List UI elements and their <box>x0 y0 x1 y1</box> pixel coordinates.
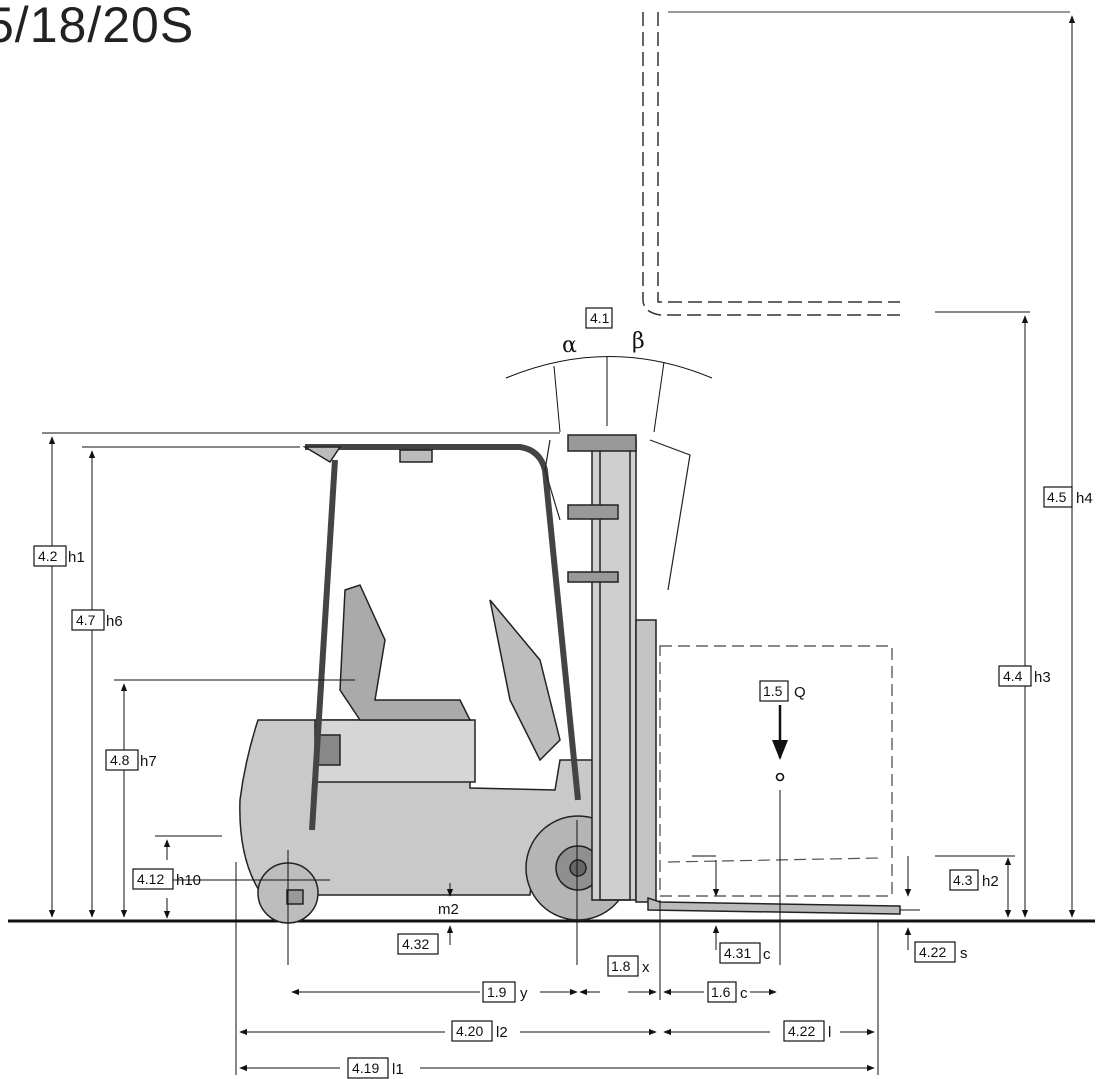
label-h2: 4.3 h2 <box>949 869 999 891</box>
l-code: 4.22 <box>788 1023 815 1039</box>
label-h1: 4.2 h1 <box>33 545 85 567</box>
label-l1: 4.19 l1 <box>347 1057 404 1079</box>
h7-symbol: h7 <box>140 753 157 770</box>
m2-code: 4.32 <box>402 936 429 952</box>
label-l: 4.22 l <box>783 1020 831 1042</box>
alpha-label: α <box>562 333 577 358</box>
forklift-body <box>239 434 901 924</box>
label-y: 1.9 y <box>482 981 528 1003</box>
l2-symbol: l2 <box>496 1024 508 1041</box>
cfork-code: 4.31 <box>724 945 751 961</box>
x-code: 1.8 <box>611 958 631 974</box>
h3-code: 4.4 <box>1003 668 1023 684</box>
label-h3: 4.4 h3 <box>998 665 1051 687</box>
label-h7: 4.8 h7 <box>105 749 157 771</box>
Q-symbol: Q <box>794 684 806 701</box>
y-code: 1.9 <box>487 984 507 1000</box>
h6-symbol: h6 <box>106 613 123 630</box>
beta-label: β <box>632 329 645 354</box>
label-h6: 4.7 h6 <box>71 609 123 631</box>
label-h4: 4.5 h4 <box>1043 486 1093 508</box>
l1-symbol: l1 <box>392 1061 404 1078</box>
label-c: 1.6 c <box>707 981 748 1003</box>
cfork-symbol: c <box>763 946 771 963</box>
h4-code: 4.5 <box>1047 489 1067 505</box>
l2-code: 4.20 <box>456 1023 483 1039</box>
h1-symbol: h1 <box>68 549 85 566</box>
label-tilt: 4.1 <box>585 307 613 329</box>
l1-code: 4.19 <box>352 1060 379 1076</box>
load-outline <box>659 645 893 897</box>
y-symbol: y <box>520 985 528 1002</box>
c-symbol: c <box>740 985 748 1002</box>
label-cfork: 4.31 c <box>719 942 771 964</box>
h2-symbol: h2 <box>982 873 999 890</box>
h6-code: 4.7 <box>76 612 96 628</box>
s-code: 4.22 <box>919 944 946 960</box>
l-symbol: l <box>828 1024 831 1041</box>
m2-symbol: m2 <box>438 901 459 918</box>
label-l2: 4.20 l2 <box>451 1020 508 1042</box>
h4-symbol: h4 <box>1076 490 1093 507</box>
h10-symbol: h10 <box>176 872 201 889</box>
lowered-fork-outline <box>667 857 881 863</box>
model-title: 5/18/20S <box>0 0 195 53</box>
h2-code: 4.3 <box>953 872 973 888</box>
dimension-lines <box>42 15 1076 1075</box>
Q-code: 1.5 <box>763 683 783 699</box>
s-symbol: s <box>960 945 968 962</box>
tilt-arc <box>505 356 713 433</box>
h7-code: 4.8 <box>110 752 130 768</box>
tilt-code: 4.1 <box>590 310 610 326</box>
label-s: 4.22 s <box>914 941 968 963</box>
label-m2: m2 4.32 <box>397 901 459 955</box>
h10-code: 4.12 <box>137 871 164 887</box>
label-h10: 4.12 h10 <box>132 868 201 890</box>
label-x: 1.8 x <box>607 955 650 977</box>
c-code: 1.6 <box>711 984 731 1000</box>
h1-code: 4.2 <box>38 548 58 564</box>
h3-symbol: h3 <box>1034 669 1051 686</box>
label-Q: 1.5 Q <box>759 680 806 702</box>
raised-fork-outline <box>642 11 1070 316</box>
x-symbol: x <box>642 959 650 976</box>
load-center-point <box>775 772 785 782</box>
